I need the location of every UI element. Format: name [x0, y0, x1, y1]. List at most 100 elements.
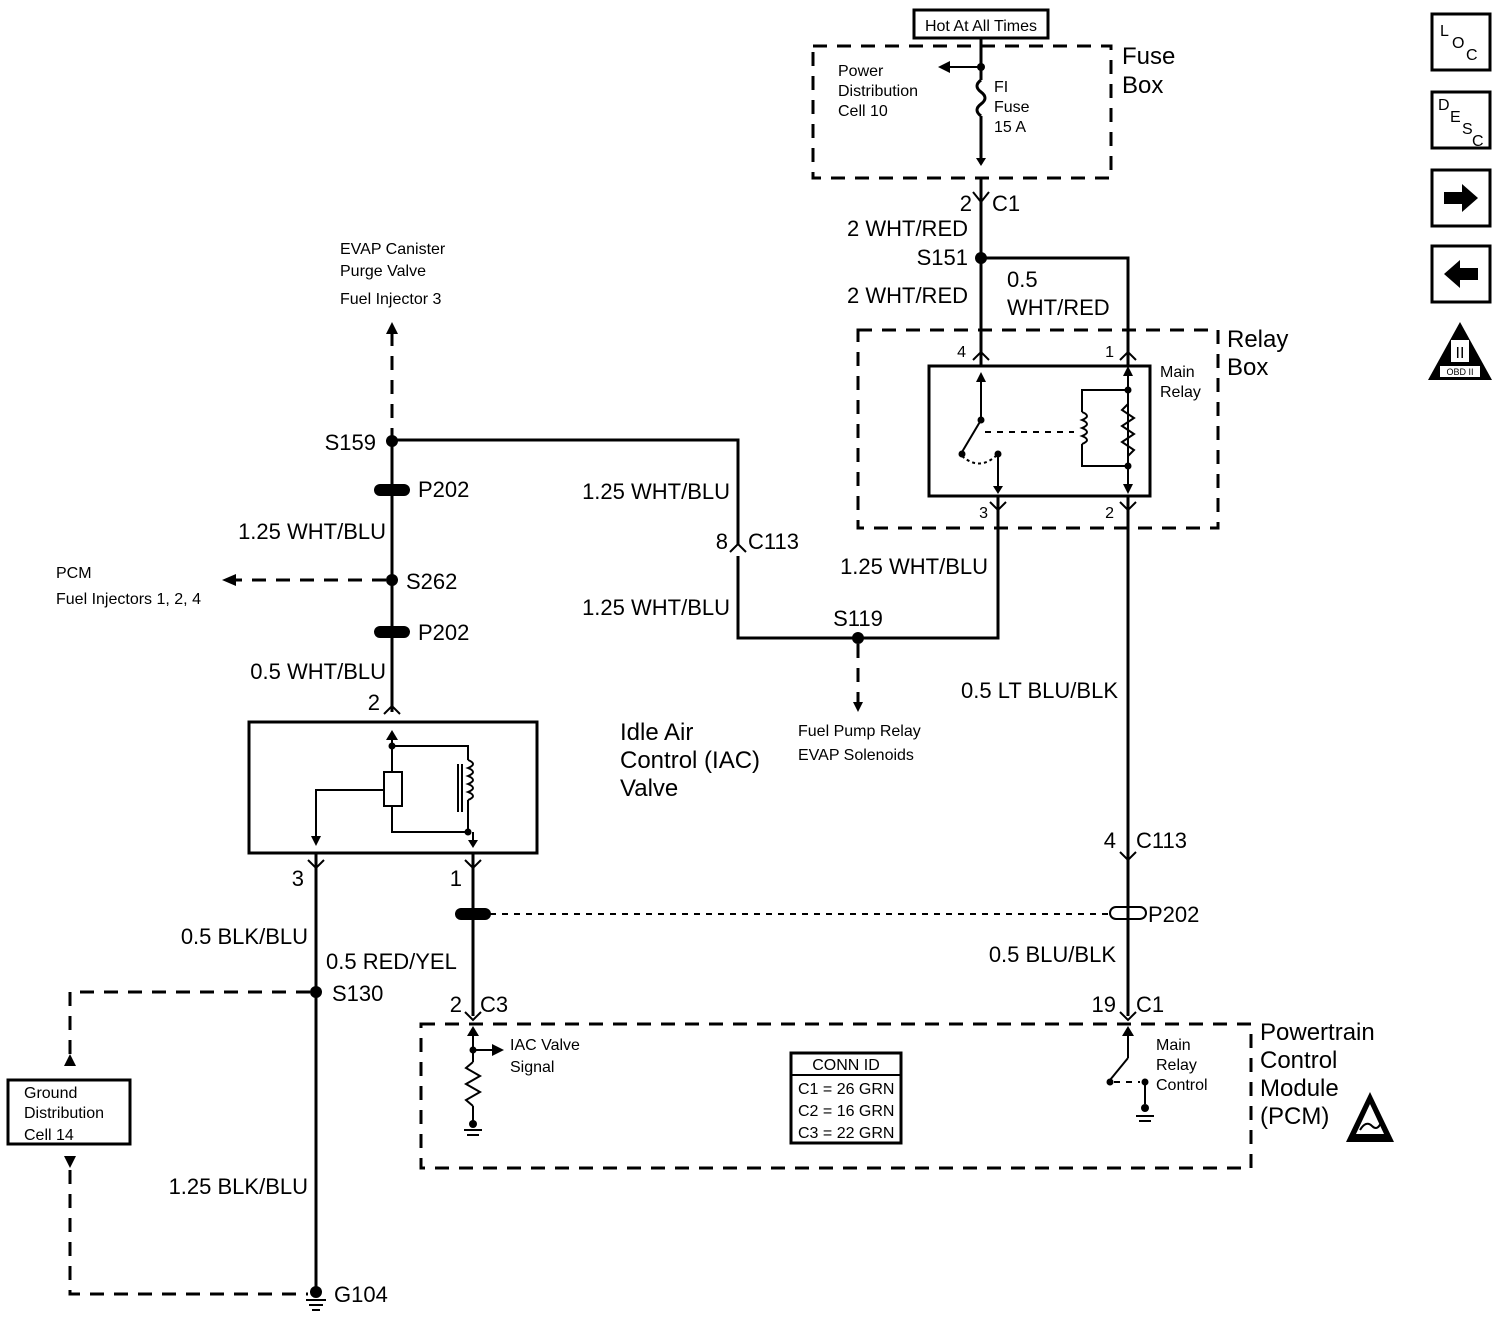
loc-letter-o: O: [1452, 35, 1464, 52]
conn-id-row-1: C1 = 26 GRN: [798, 1081, 894, 1098]
c113-right-label: C113: [1136, 828, 1187, 853]
fuse-label-1: FI: [994, 79, 1008, 96]
main-relay-control-2: Relay: [1156, 1057, 1197, 1074]
p202-top-icon: [374, 484, 410, 496]
ground-distribution-line-1: Ground: [24, 1085, 77, 1102]
power-distribution-line-3: Cell 10: [838, 103, 888, 120]
wire-05blkblu: 0.5 BLK/BLU: [181, 924, 308, 949]
iac-label-3: Valve: [620, 775, 678, 802]
main-relay-control-1: Main: [1156, 1037, 1191, 1054]
wire-125whtblu-d: 1.25 WHT/BLU: [582, 595, 730, 620]
relay-box-label-2: Box: [1227, 354, 1268, 381]
relay-pin-2: 2: [1105, 505, 1114, 522]
iac-pin-2: 2: [368, 690, 380, 715]
s119-label: S119: [833, 606, 883, 631]
splice-s119: [852, 632, 864, 644]
ground-distribution-line-3: Cell 14: [24, 1127, 74, 1144]
wire-2whtred-b: 2 WHT/RED: [847, 283, 968, 308]
pcm-label-3: Module: [1260, 1075, 1339, 1102]
c1-pcm-label: C1: [1136, 992, 1164, 1017]
c3-pin: 2: [450, 992, 462, 1017]
iac-coil-icon: [465, 759, 474, 801]
p202-top-label: P202: [418, 477, 469, 502]
prev-arrow-button[interactable]: [1430, 244, 1492, 304]
iac-label-2: Control (IAC): [620, 747, 760, 774]
fuse-icon: [975, 78, 987, 118]
pcm-ground-left-icon: [469, 1120, 477, 1128]
fuse-box-label-2: Box: [1122, 72, 1163, 99]
wire-05ltblublk: 0.5 LT BLU/BLK: [961, 678, 1118, 703]
pcm-label-2: Control: [1260, 1047, 1337, 1074]
iac-signal-line-2: Signal: [510, 1059, 554, 1076]
c1-top-pin: 2: [960, 191, 972, 216]
main-relay-label-1: Main: [1160, 364, 1195, 381]
p202-mid-icon: [374, 626, 410, 638]
desc-letter-c: C: [1472, 133, 1484, 150]
wire-125blkblu: 1.25 BLK/BLU: [169, 1174, 308, 1199]
p202-right-label: P202: [1148, 902, 1199, 927]
evap-solenoids-label: EVAP Solenoids: [798, 747, 914, 764]
pcm-label-1: Powertrain: [1260, 1019, 1375, 1046]
fuse-label-3: 15 A: [994, 119, 1026, 136]
wire-05redyel: 0.5 RED/YEL: [326, 949, 457, 974]
c1-top-label: C1: [992, 191, 1020, 216]
next-arrow-button[interactable]: [1430, 168, 1492, 228]
pcm-label-4: (PCM): [1260, 1103, 1329, 1130]
fuel-injector-3-label: Fuel Injector 3: [340, 291, 441, 308]
pcm-dest-label: PCM: [56, 565, 92, 582]
iac-label-1: Idle Air: [620, 719, 693, 746]
splice-s130: [310, 986, 322, 998]
s151-label: S151: [917, 245, 968, 270]
c1-pcm-pin: 19: [1092, 992, 1116, 1017]
splice-s262: [386, 574, 398, 586]
loc-letter-l: L: [1440, 23, 1449, 40]
power-distribution-line-2: Distribution: [838, 83, 918, 100]
conn-id-box: [789, 1051, 903, 1145]
loc-button[interactable]: L O C: [1430, 12, 1492, 72]
relay-pin-4: 4: [957, 344, 966, 361]
wire-05whtred-2: WHT/RED: [1007, 295, 1110, 320]
desc-letter-e: E: [1450, 109, 1461, 126]
main-relay-box: [927, 364, 1152, 498]
p202-left-icon: [455, 908, 491, 920]
relay-pin-3: 3: [979, 505, 988, 522]
loc-letter-c: C: [1466, 47, 1478, 64]
relay-coil-icon: [1079, 411, 1088, 445]
desc-letter-d: D: [1438, 97, 1450, 114]
desc-letter-s: S: [1462, 121, 1473, 138]
desc-button[interactable]: D E S C: [1430, 90, 1492, 150]
esd-warning-icon: [1346, 1092, 1394, 1142]
iac-pin-3: 3: [292, 866, 304, 891]
fuse-box-outline: [811, 44, 1113, 180]
iac-valve-box: [247, 720, 539, 855]
s159-label: S159: [325, 430, 376, 455]
ground-distribution-line-2: Distribution: [24, 1105, 104, 1122]
main-relay-label-2: Relay: [1160, 384, 1201, 401]
wire-125whtblu-a: 1.25 WHT/BLU: [238, 519, 386, 544]
fuel-injectors-124-label: Fuel Injectors 1, 2, 4: [56, 591, 201, 608]
connector-c113-right: [1119, 851, 1137, 862]
fuel-pump-relay-label: Fuel Pump Relay: [798, 723, 921, 740]
arrow-right-icon: [1444, 184, 1478, 212]
wire-125whtblu-c: 1.25 WHT/BLU: [840, 554, 988, 579]
s130-label: S130: [332, 981, 383, 1006]
hot-at-all-times-label: Hot At All Times: [925, 18, 1037, 35]
conn-id-row-2: C2 = 16 GRN: [798, 1103, 894, 1120]
c113-right-pin: 4: [1104, 828, 1116, 853]
pcm-outline: [419, 1022, 1253, 1170]
c3-label: C3: [480, 992, 508, 1017]
conn-id-row-3: C3 = 22 GRN: [798, 1125, 894, 1142]
iac-pin-1: 1: [450, 866, 462, 891]
connector-c113-left: [729, 542, 747, 553]
wire-05whtblu: 0.5 WHT/BLU: [250, 659, 386, 684]
g104-label: G104: [334, 1282, 388, 1307]
p202-mid-label: P202: [418, 620, 469, 645]
pcm-resistor-icon: [463, 1061, 483, 1107]
power-distribution-line-1: Power: [838, 63, 884, 80]
wire-125whtblu-b: 1.25 WHT/BLU: [582, 479, 730, 504]
relay-resistor-icon: [1120, 403, 1136, 457]
fuse-box-label-1: Fuse: [1122, 43, 1175, 70]
purge-valve-label: Purge Valve: [340, 263, 426, 280]
wire-2whtred-a: 2 WHT/RED: [847, 216, 968, 241]
